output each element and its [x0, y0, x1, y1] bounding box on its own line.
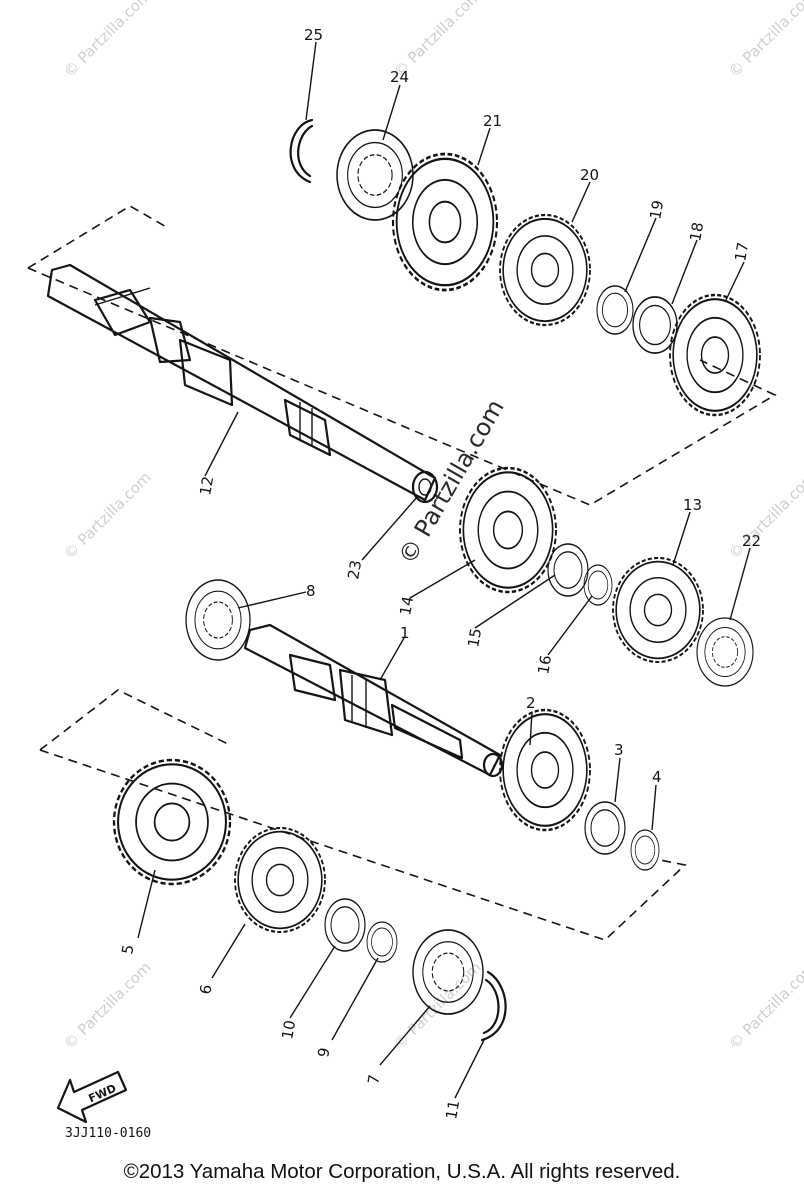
callout-3: 3 — [614, 741, 624, 759]
diagram-code: 3JJ110-0160 — [65, 1126, 151, 1141]
gear-17 — [668, 293, 762, 417]
washer-10 — [324, 898, 366, 952]
bearing-8 — [185, 579, 251, 661]
washer-3 — [584, 801, 626, 855]
copyright-notice: ©2013 Yamaha Motor Corporation, U.S.A. A… — [123, 1160, 681, 1183]
callout-6: 6 — [196, 983, 215, 996]
callout-16: 16 — [534, 654, 555, 676]
callout-17: 17 — [731, 241, 752, 263]
callout-5: 5 — [118, 943, 137, 956]
main-axle-group-outline — [27, 267, 777, 506]
callout-23: 23 — [344, 559, 365, 581]
gear-6 — [233, 826, 327, 934]
watermark: © Partzilla.com — [725, 0, 804, 81]
drive-axle — [243, 623, 504, 778]
gear-2 — [498, 708, 592, 832]
callout-19: 19 — [646, 199, 667, 221]
watermark: © Partzilla.com — [725, 468, 804, 563]
watermark: © Partzilla.com — [60, 468, 155, 563]
callout-11: 11 — [442, 1099, 463, 1121]
gear-20 — [498, 213, 592, 327]
circlip-16 — [583, 564, 613, 606]
circlip-4 — [630, 829, 660, 871]
watermark: © Partzilla.com — [60, 958, 155, 1053]
fwd-arrow: FWD — [56, 1070, 128, 1124]
circlip-25 — [289, 118, 314, 184]
bearing-24 — [336, 129, 414, 221]
center-watermark: © Partzilla.com — [393, 395, 510, 569]
bearing-22 — [696, 617, 754, 687]
circlip-9 — [366, 921, 398, 963]
callout-4: 4 — [652, 768, 662, 786]
gear-5 — [112, 758, 232, 886]
callout-1: 1 — [400, 624, 410, 642]
callout-7: 7 — [364, 1073, 383, 1086]
callout-13: 13 — [683, 496, 702, 514]
leader-lines — [137, 41, 751, 1099]
drive-axle-group-outline — [39, 689, 231, 751]
circlip-19 — [596, 285, 634, 335]
callout-20: 20 — [580, 166, 599, 184]
callout-22: 22 — [742, 532, 761, 550]
watermark: © Partzilla.com — [390, 958, 485, 1053]
callout-25: 25 — [304, 26, 323, 44]
gear-21 — [391, 152, 499, 292]
washer-15 — [547, 543, 589, 597]
gear-14 — [458, 466, 558, 594]
callout-12: 12 — [196, 475, 217, 497]
callout-24: 24 — [390, 68, 409, 86]
callout-21: 21 — [483, 112, 502, 130]
callout-15: 15 — [464, 627, 485, 649]
callout-2: 2 — [526, 694, 536, 712]
callout-9: 9 — [314, 1046, 333, 1059]
watermark: © Partzilla.com — [725, 958, 804, 1053]
callout-8: 8 — [306, 582, 316, 600]
circlip-11 — [480, 970, 507, 1042]
callout-14: 14 — [396, 595, 417, 617]
watermark: © Partzilla.com — [60, 0, 155, 81]
main-axle — [46, 263, 439, 504]
callout-18: 18 — [686, 221, 707, 243]
gear-13 — [611, 556, 705, 664]
main-axle-group-outline — [27, 205, 169, 269]
callout-labels: 1 2 3 4 5 6 7 8 9 10 11 12 13 14 15 16 1… — [118, 26, 761, 1121]
drive-axle-group-outline — [39, 749, 687, 941]
callout-10: 10 — [278, 1019, 299, 1041]
